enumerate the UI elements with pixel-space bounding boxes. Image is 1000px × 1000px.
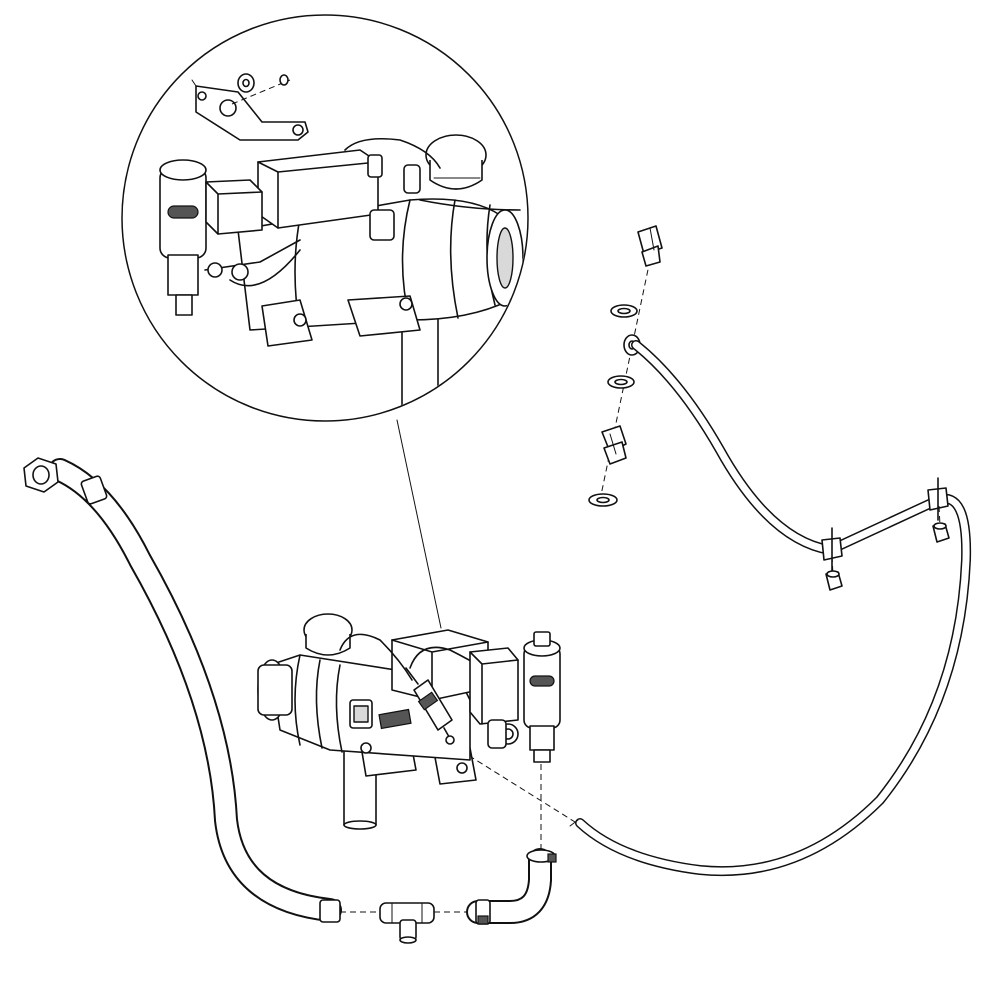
pipe-clamp (927, 477, 949, 527)
fuel-line (575, 340, 972, 877)
heater-unit (257, 613, 576, 830)
magnifier-leader-line (396, 419, 442, 629)
banjo-bolt (637, 225, 663, 267)
coolant-hose-assembly (23, 457, 380, 923)
elbow-hose-assembly (466, 760, 557, 925)
dosing-pump (523, 631, 561, 763)
nut (279, 74, 289, 86)
hose-clip (526, 849, 557, 863)
adapter-fitting (601, 425, 627, 465)
hose-nut (23, 457, 59, 493)
t-connector (379, 902, 435, 944)
heater-unit-detail (159, 134, 524, 411)
pipe-clamp (821, 527, 843, 576)
fuel-line-assembly (569, 225, 972, 877)
fuel-filter (405, 667, 455, 745)
hose-clip (475, 899, 491, 925)
detail-magnifier (121, 14, 529, 422)
nut (825, 570, 843, 591)
mounting-bracket (191, 79, 309, 141)
nut (932, 522, 950, 543)
bracket-axis (231, 79, 291, 105)
